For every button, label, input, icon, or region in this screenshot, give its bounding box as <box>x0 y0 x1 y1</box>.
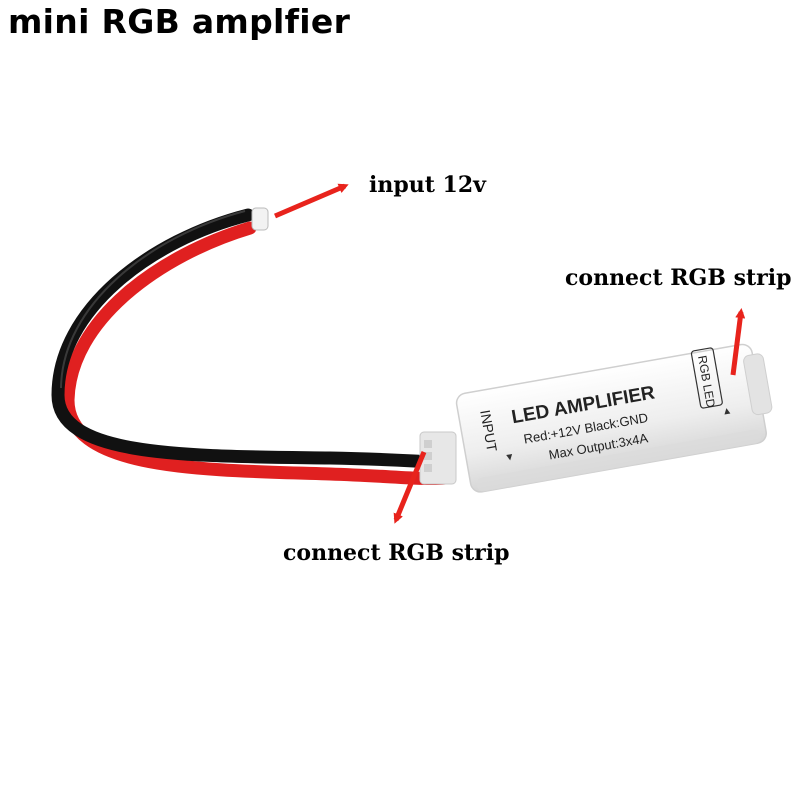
arrow-input <box>274 183 349 219</box>
arrow-strip-right <box>730 308 746 376</box>
input-connector <box>419 431 457 485</box>
module-input-label: INPUT <box>477 409 500 454</box>
callout-connect-rgb-strip-bottom: connect RGB strip <box>283 540 510 566</box>
black-wire <box>51 208 447 469</box>
led-amplifier-module: LED AMPLIFIER Red:+12V Black:GND Max Out… <box>455 343 773 493</box>
wire-tip <box>251 207 269 231</box>
red-wire <box>61 221 452 486</box>
arrow-strip-bottom <box>393 451 427 524</box>
callout-connect-rgb-strip-right: connect RGB strip <box>565 265 792 291</box>
page-title: mini RGB amplfier <box>8 2 351 41</box>
callout-input-12v: input 12v <box>369 172 486 198</box>
